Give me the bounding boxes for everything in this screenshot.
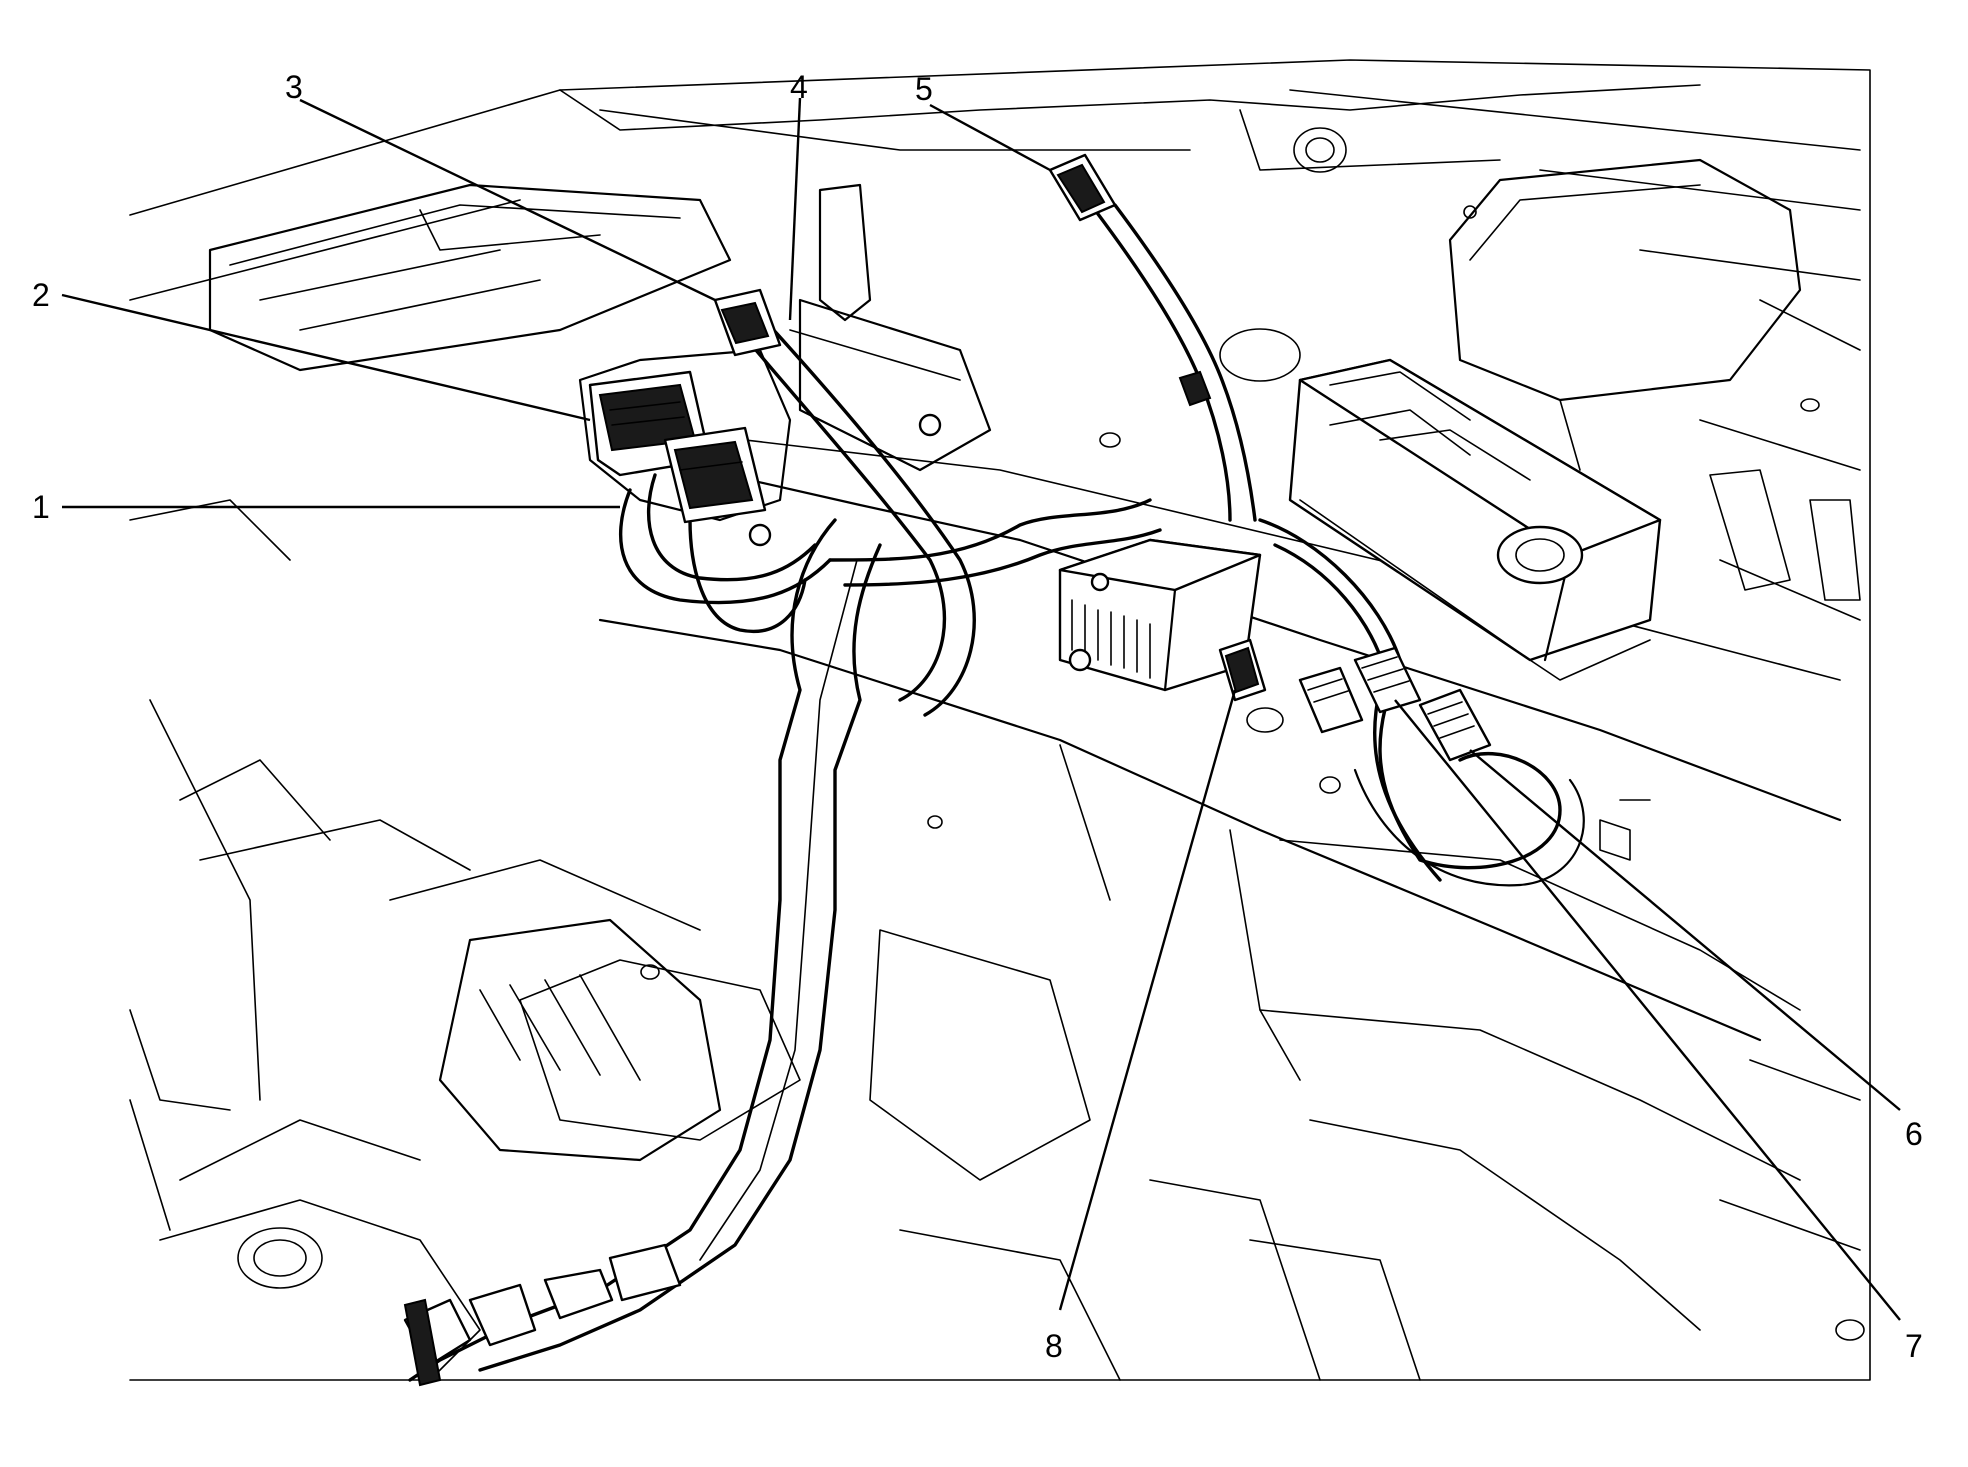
callout-4: 4 [790, 69, 808, 105]
sensor-module [1058, 538, 1267, 702]
connector-5 [1048, 153, 1117, 222]
floor-pan [129, 59, 1871, 1381]
leader-line-3 [299, 98, 716, 302]
callout-6: 6 [1905, 1116, 1923, 1152]
leader-line-4 [788, 97, 802, 321]
callout-8: 8 [1045, 1328, 1063, 1364]
callout-2: 2 [32, 277, 50, 313]
leader-line-7 [1394, 699, 1901, 1321]
callout-labels: 1 2 3 4 5 6 7 8 [32, 69, 1923, 1364]
wiring-harness [403, 203, 1585, 1387]
connector-3 [713, 183, 992, 472]
callout-1: 1 [32, 489, 50, 525]
callout-3: 3 [285, 69, 303, 105]
leader-line-5 [929, 103, 1051, 172]
leader-line-6 [1469, 749, 1901, 1111]
callout-7: 7 [1905, 1328, 1923, 1364]
control-module [1288, 358, 1662, 762]
leader-lines [61, 97, 1901, 1321]
module-connectors-left [578, 348, 942, 547]
callout-5: 5 [915, 71, 933, 107]
leader-line-8 [1058, 689, 1237, 1311]
leader-line-2 [61, 293, 591, 422]
